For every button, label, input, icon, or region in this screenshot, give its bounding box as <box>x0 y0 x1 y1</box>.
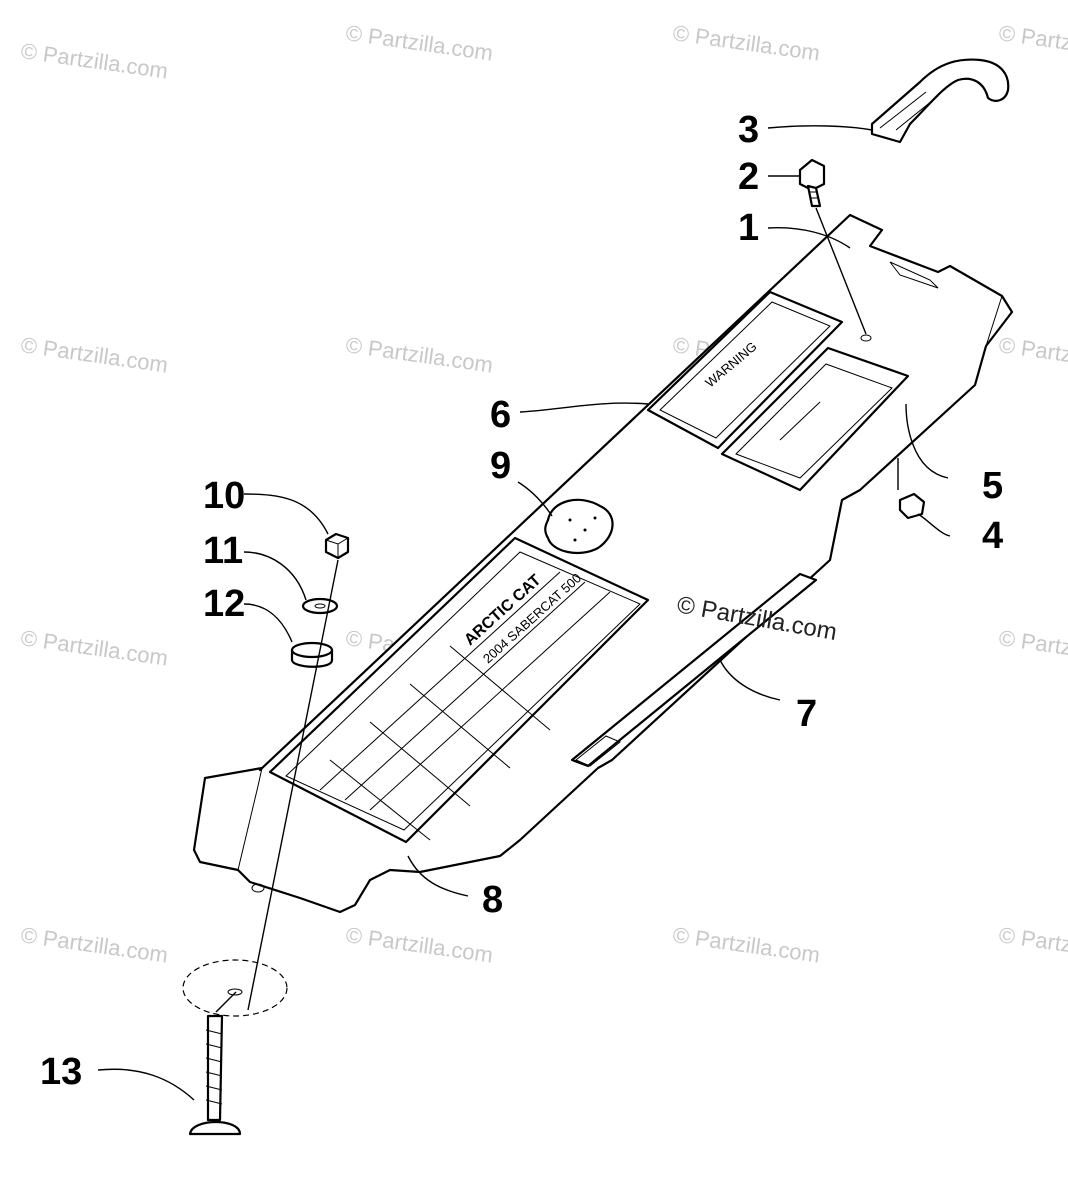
watermark: © Partzilla.com <box>997 625 1068 670</box>
callout-4: 4 <box>982 515 1003 557</box>
clip-part <box>870 58 1010 144</box>
nut-part <box>898 492 926 520</box>
bolt-part <box>798 158 826 208</box>
watermark-layer: © Partzilla.com © Partzilla.com © Partzi… <box>19 20 1068 967</box>
watermark: © Partzilla.com <box>19 625 169 670</box>
side-decal <box>570 572 818 768</box>
callout-10: 10 <box>203 475 245 517</box>
info-decal <box>720 346 910 492</box>
hex-nut-part <box>324 532 350 560</box>
watermark: © Partzilla.com <box>19 38 169 83</box>
grommet-outline <box>182 959 288 1017</box>
spec-decal: ARCTIC CAT 2004 SABERCAT 500 <box>268 536 650 844</box>
callout-1: 1 <box>738 207 759 249</box>
watermark: © Partzilla.com <box>344 20 494 65</box>
spacer-part <box>290 641 334 668</box>
watermark: © Partzilla.com <box>671 922 821 967</box>
callout-6: 6 <box>490 394 511 436</box>
watermark: © Partzilla.com <box>19 922 169 967</box>
callout-11: 11 <box>203 530 243 572</box>
callout-13: 13 <box>40 1051 82 1093</box>
callout-12: 12 <box>203 583 245 625</box>
watermark: © Partzilla.com <box>997 922 1068 967</box>
watermark: © Partzilla.com <box>19 332 169 377</box>
watermark: © Partzilla.com <box>344 332 494 377</box>
washer-part <box>301 597 339 615</box>
callout-9: 9 <box>490 445 511 487</box>
watermark: © Partzilla.com <box>671 20 821 65</box>
callout-2: 2 <box>738 156 759 198</box>
skid-plate <box>192 213 1014 914</box>
leader-lines <box>97 125 951 1101</box>
callout-3: 3 <box>738 109 759 151</box>
callout-8: 8 <box>482 879 503 921</box>
screw-part <box>188 1014 242 1136</box>
callout-layer: 1 2 3 4 5 6 7 8 9 10 11 12 13 <box>40 109 1003 1093</box>
blob-decal <box>544 498 614 555</box>
axis-lines <box>215 207 899 1013</box>
watermark: © Partzilla.com <box>997 20 1068 65</box>
callout-7: 7 <box>796 693 817 735</box>
callout-5: 5 <box>982 465 1003 507</box>
watermark: © Partzilla.com <box>997 332 1068 377</box>
warning-decal: WARNING <box>646 290 844 450</box>
watermark: © Partzilla.com <box>344 922 494 967</box>
